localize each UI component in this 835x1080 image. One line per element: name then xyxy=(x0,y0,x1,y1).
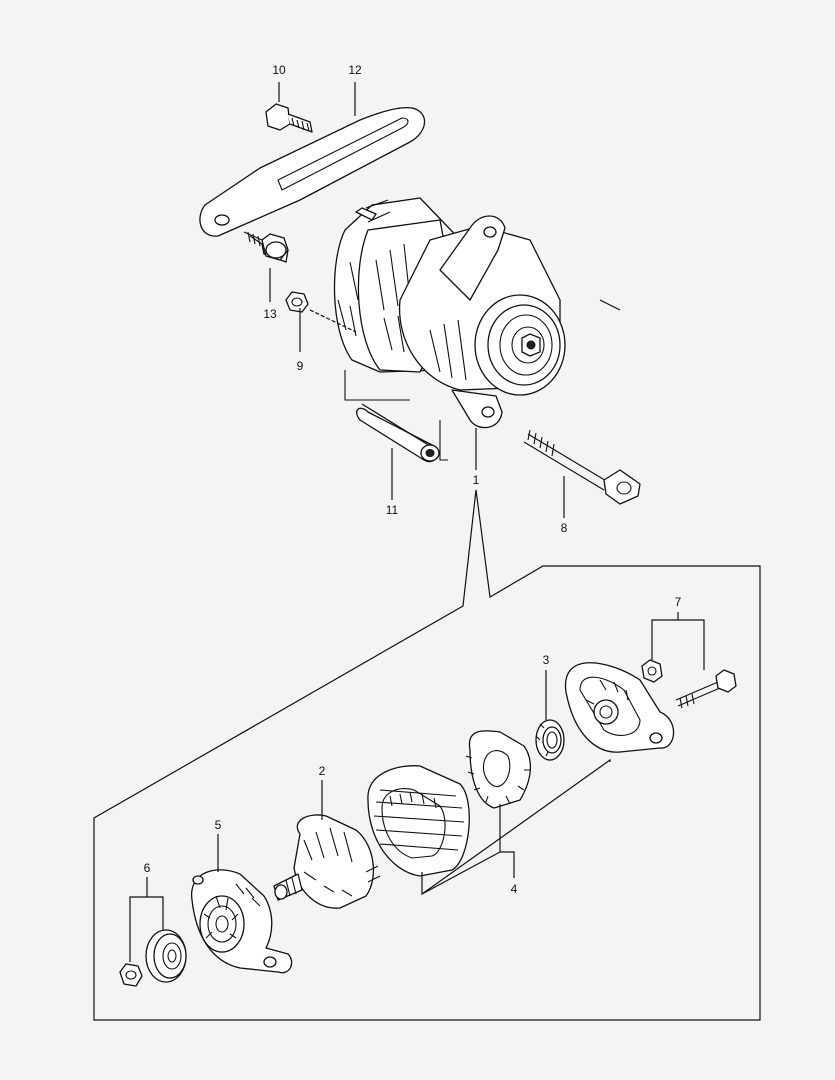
callout-7: 7 xyxy=(675,595,682,609)
exploded-view-frame xyxy=(93,489,761,1021)
pulley-and-nut-part-6 xyxy=(119,877,187,987)
bolt-part-13 xyxy=(243,231,289,263)
callout-13: 13 xyxy=(263,307,277,321)
rectifier-plate xyxy=(465,730,531,809)
callout-4: 4 xyxy=(511,882,518,896)
lower-leader-lines xyxy=(217,670,611,896)
callout-8: 8 xyxy=(561,521,568,535)
nut-and-bolt-part-7 xyxy=(641,612,737,709)
callout-1: 1 xyxy=(473,473,480,487)
adjusting-bracket-part xyxy=(199,106,426,237)
callout-10: 10 xyxy=(272,63,286,77)
callout-5: 5 xyxy=(215,818,222,832)
nut-part-9 xyxy=(285,291,309,313)
upper-leader-lines xyxy=(269,82,621,518)
callout-3: 3 xyxy=(543,653,550,667)
bolt-part-8 xyxy=(523,429,641,505)
callout-6: 6 xyxy=(144,861,151,875)
callout-9: 9 xyxy=(297,359,304,373)
rotor-part-2 xyxy=(273,814,381,909)
callout-11: 11 xyxy=(386,503,399,517)
alternator-assembly xyxy=(333,197,566,429)
stator xyxy=(367,765,470,877)
part-callout-labels: 10 12 13 9 1 11 8 7 3 2 5 6 4 xyxy=(144,63,682,896)
rear-housing xyxy=(564,662,675,753)
bolt-part-10 xyxy=(265,103,313,133)
callout-12: 12 xyxy=(348,63,362,77)
bearing-part-3 xyxy=(535,719,565,761)
callout-2: 2 xyxy=(319,764,326,778)
front-housing-part-5 xyxy=(191,869,293,974)
collar-part-11 xyxy=(344,370,448,463)
